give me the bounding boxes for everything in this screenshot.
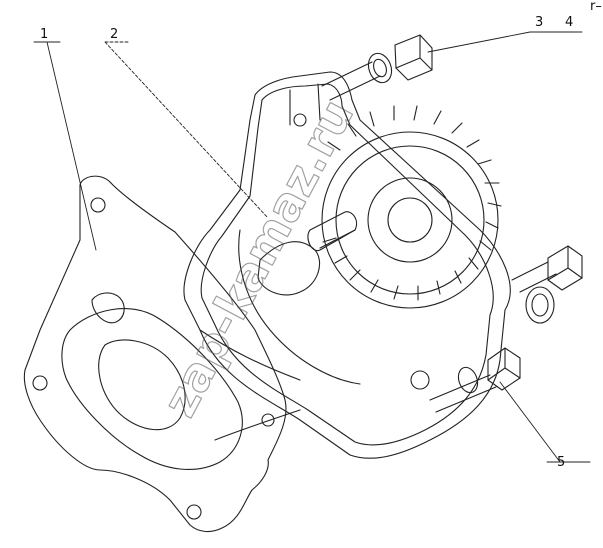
- gasket-part: [23, 175, 287, 533]
- callout-5: 5: [557, 455, 565, 470]
- pump-body-part: [183, 71, 511, 459]
- top-bolt: [321, 34, 433, 101]
- watermark-text: zap-kamaz.ru: [152, 91, 364, 425]
- leader-5: [499, 381, 591, 463]
- callout-4: 4: [565, 15, 573, 30]
- right-bolt: [511, 245, 583, 324]
- leader-2: [104, 41, 269, 219]
- leader-3-4: [427, 31, 583, 53]
- leader-lines: [33, 31, 591, 463]
- drive-gear: [321, 105, 502, 309]
- callout-labels: 1 2 3 4 5 r–: [40, 0, 602, 470]
- callout-3: 3: [535, 15, 543, 30]
- top-washer: [367, 52, 393, 84]
- callout-2: 2: [110, 27, 118, 42]
- callout-1: 1: [40, 27, 48, 42]
- lower-bolt: [429, 347, 521, 413]
- corner-mark: r–: [590, 0, 602, 14]
- leader-1: [33, 41, 97, 251]
- shaft: [307, 211, 358, 252]
